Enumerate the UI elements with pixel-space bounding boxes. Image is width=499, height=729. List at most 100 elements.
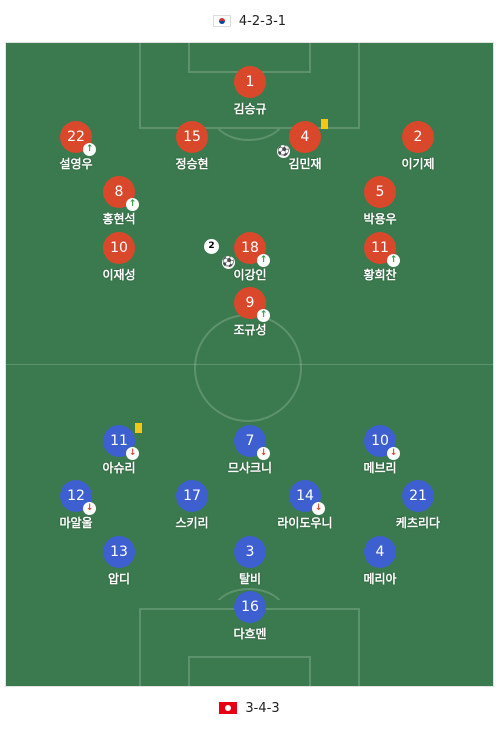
player-number-circle: 10↓ <box>364 425 400 460</box>
sub-out-icon: ↓ <box>257 447 270 460</box>
away-formation: 3-4-3 <box>245 700 280 716</box>
player-number-circle: 12↓ <box>60 480 96 515</box>
away-player-7[interactable]: 7↓므사크니 <box>205 425 295 476</box>
player-number-circle: 10 <box>103 232 135 264</box>
player-name: 탈비 <box>238 572 262 586</box>
player-number: 14 <box>296 488 314 504</box>
away-player-14[interactable]: 14↓라이도우니 <box>260 480 350 531</box>
player-number: 12 <box>67 488 85 504</box>
player-name: 황희찬 <box>363 268 397 282</box>
player-number-circle: 17 <box>176 480 208 512</box>
away-player-16[interactable]: 16 다흐멘 <box>205 591 295 642</box>
sub-in-icon: ↑ <box>83 143 96 156</box>
player-name: 이재성 <box>102 268 136 282</box>
player-number-circle: 13 <box>103 536 135 568</box>
player-name: 라이도우니 <box>277 516 333 530</box>
bottom-goal-area <box>188 656 311 686</box>
goal-ball-icon: ⚽ <box>277 145 290 158</box>
player-number: 5 <box>375 184 385 200</box>
away-player-12[interactable]: 12↓마알울 <box>31 480 121 531</box>
away-player-10[interactable]: 10↓메브리 <box>335 425 425 476</box>
player-name: 김승규 <box>233 102 267 116</box>
top-penalty-area <box>139 43 360 129</box>
player-number: 4 <box>375 544 385 560</box>
yellow-card-icon <box>135 423 142 433</box>
home-player-5[interactable]: 5 박용우 <box>335 176 425 227</box>
player-number: 15 <box>183 129 201 145</box>
player-number-circle: 16 <box>234 591 266 623</box>
home-player-1[interactable]: 1 김승규 <box>205 66 295 117</box>
sub-out-icon: ↓ <box>126 447 139 460</box>
player-name: 케츠리다 <box>395 516 441 530</box>
player-number: 16 <box>241 599 259 615</box>
player-number: 11 <box>371 240 389 256</box>
sub-in-icon: ↑ <box>126 198 139 211</box>
player-number-circle: 15 <box>176 121 208 153</box>
player-name: 홍현석 <box>102 212 136 226</box>
away-player-21[interactable]: 21 케츠리다 <box>373 480 463 531</box>
player-name: 이강인 <box>233 268 267 282</box>
player-number-circle: 1 <box>234 66 266 98</box>
player-number-circle: 4 <box>364 536 396 568</box>
player-number: 22 <box>67 129 85 145</box>
player-number: 7 <box>245 433 255 449</box>
player-name: 메리아 <box>363 572 397 586</box>
home-player-2[interactable]: 2 이기제 <box>373 121 463 172</box>
player-name: 박용우 <box>363 212 397 226</box>
home-player-9[interactable]: 9↑조규성 <box>205 287 295 338</box>
player-name: 압디 <box>107 572 131 586</box>
player-number: 10 <box>371 433 389 449</box>
player-name: 다흐멘 <box>233 627 267 641</box>
home-player-4[interactable]: 4⚽김민재 <box>260 119 350 172</box>
home-formation: 4-2-3-1 <box>238 13 287 29</box>
away-player-13[interactable]: 13 압디 <box>74 536 164 587</box>
player-number-circle: 11↓ <box>103 423 142 460</box>
player-name: 김민재 <box>288 157 322 171</box>
player-name: 조규성 <box>233 323 267 337</box>
player-name: 므사크니 <box>227 461 273 475</box>
sub-out-icon: ↓ <box>312 502 325 515</box>
player-number-circle: 4⚽ <box>277 119 328 158</box>
player-number: 9 <box>245 295 255 311</box>
away-player-17[interactable]: 17 스키리 <box>147 480 237 531</box>
tunisia-flag-icon <box>219 702 238 714</box>
home-player-8[interactable]: 8↑홍현석 <box>74 176 164 227</box>
sub-in-icon: ↑ <box>257 309 270 322</box>
home-player-22[interactable]: 22↑설영우 <box>31 121 121 172</box>
player-number-circle: 14↓ <box>289 480 325 515</box>
player-number: 11 <box>110 433 128 449</box>
home-player-15[interactable]: 15 정승현 <box>147 121 237 172</box>
away-player-11[interactable]: 11↓아슈리 <box>74 423 164 476</box>
yellow-card-icon <box>321 119 328 129</box>
player-name: 메브리 <box>363 461 397 475</box>
home-player-11[interactable]: 11↑황희찬 <box>335 232 425 283</box>
player-number-circle: 2 <box>402 121 434 153</box>
player-number-circle: 11↑ <box>364 232 400 267</box>
player-name: 스키리 <box>175 516 209 530</box>
player-number-circle: 8↑ <box>103 176 139 211</box>
player-number: 1 <box>245 74 255 90</box>
sub-out-icon: ↓ <box>83 502 96 515</box>
korea-flag-icon <box>212 15 231 27</box>
player-number: 13 <box>110 544 128 560</box>
away-player-4[interactable]: 4 메리아 <box>335 536 425 587</box>
away-team-header: 3-4-3 <box>5 686 494 729</box>
player-number: 2 <box>413 129 423 145</box>
home-player-10[interactable]: 10 이재성 <box>74 232 164 283</box>
player-name: 이기제 <box>401 157 435 171</box>
goal-count-badge: 2 <box>204 239 219 254</box>
away-player-3[interactable]: 3 탈비 <box>205 536 295 587</box>
player-number-circle: 7↓ <box>234 425 270 460</box>
sub-in-icon: ↑ <box>387 254 400 267</box>
player-number-circle: 5 <box>364 176 396 208</box>
player-number: 3 <box>245 544 255 560</box>
player-number: 17 <box>183 488 201 504</box>
player-number: 4 <box>300 129 310 145</box>
player-number-circle: 21 <box>402 480 434 512</box>
player-number-circle: 18↑⚽2 <box>204 232 270 269</box>
player-name: 마알울 <box>59 516 93 530</box>
player-number-circle: 9↑ <box>234 287 270 322</box>
player-name: 정승현 <box>175 157 209 171</box>
